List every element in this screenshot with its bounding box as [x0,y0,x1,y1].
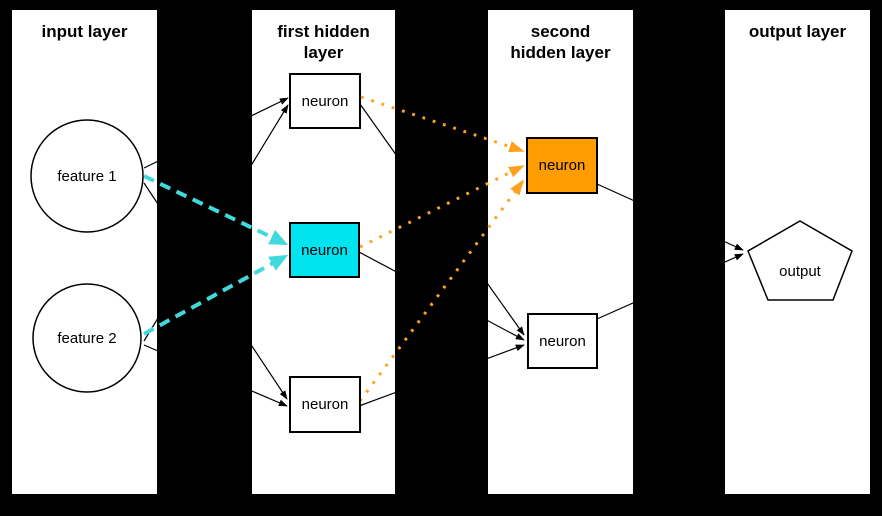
label-feature-2: feature 2 [57,330,116,347]
layer-panels [12,10,870,494]
edges-layer [143,95,744,407]
node-h1-neuron-middle [289,222,360,278]
edge-h1_top-to-h2_bot [359,103,525,336]
edge-h1_mid-to-h2_top [359,164,525,249]
title-first-hidden-line1: first hidden [277,22,370,41]
node-labels: feature 1 feature 2 neuron neuron neuron… [57,93,821,413]
label-h1-neuron-top: neuron [302,93,349,110]
title-output-layer: output layer [749,22,847,41]
panel-second-hidden-layer [488,10,633,494]
edge-h2_bot-to-output [596,253,744,320]
title-input-layer: input layer [42,22,128,41]
edge-feature1-to-h1_bot [143,182,288,400]
title-second-hidden-line2: hidden layer [510,43,611,62]
title-second-hidden-line1: second [531,22,591,41]
edge-feature2-to-h1_top [143,104,289,342]
nodes-layer [30,73,853,433]
edge-feature2-to-h1_bot [143,344,288,407]
label-h1-neuron-middle: neuron [301,242,348,259]
node-h1-neuron-top [289,73,361,129]
label-h1-neuron-bottom: neuron [302,396,349,413]
label-h2-neuron-bottom: neuron [539,333,586,350]
edge-h2_top-to-output [596,183,744,251]
node-h2-neuron-top [526,137,598,194]
edge-feature2-to-h1_mid [143,254,289,336]
node-output-pentagon [747,220,853,301]
node-feature-2 [32,283,142,393]
edge-feature1-to-h1_mid [143,174,289,246]
label-feature-1: feature 1 [57,168,116,185]
edge-feature1-to-h1_top [143,97,289,169]
panel-titles: input layer first hidden layer second hi… [42,22,847,62]
node-feature-1 [30,119,144,233]
label-h2-neuron-top: neuron [539,157,586,174]
edge-h1_mid-to-h2_bot [358,251,525,341]
edge-h1_bot-to-h2_top [358,179,525,402]
edge-h1_bot-to-h2_bot [358,344,525,407]
node-h1-neuron-bottom [289,376,361,433]
edge-h1_top-to-h2_top [360,95,525,153]
title-first-hidden-line2: layer [304,43,344,62]
label-output: output [779,263,822,280]
panel-input-layer [12,10,157,494]
node-h2-neuron-bottom [527,313,598,369]
